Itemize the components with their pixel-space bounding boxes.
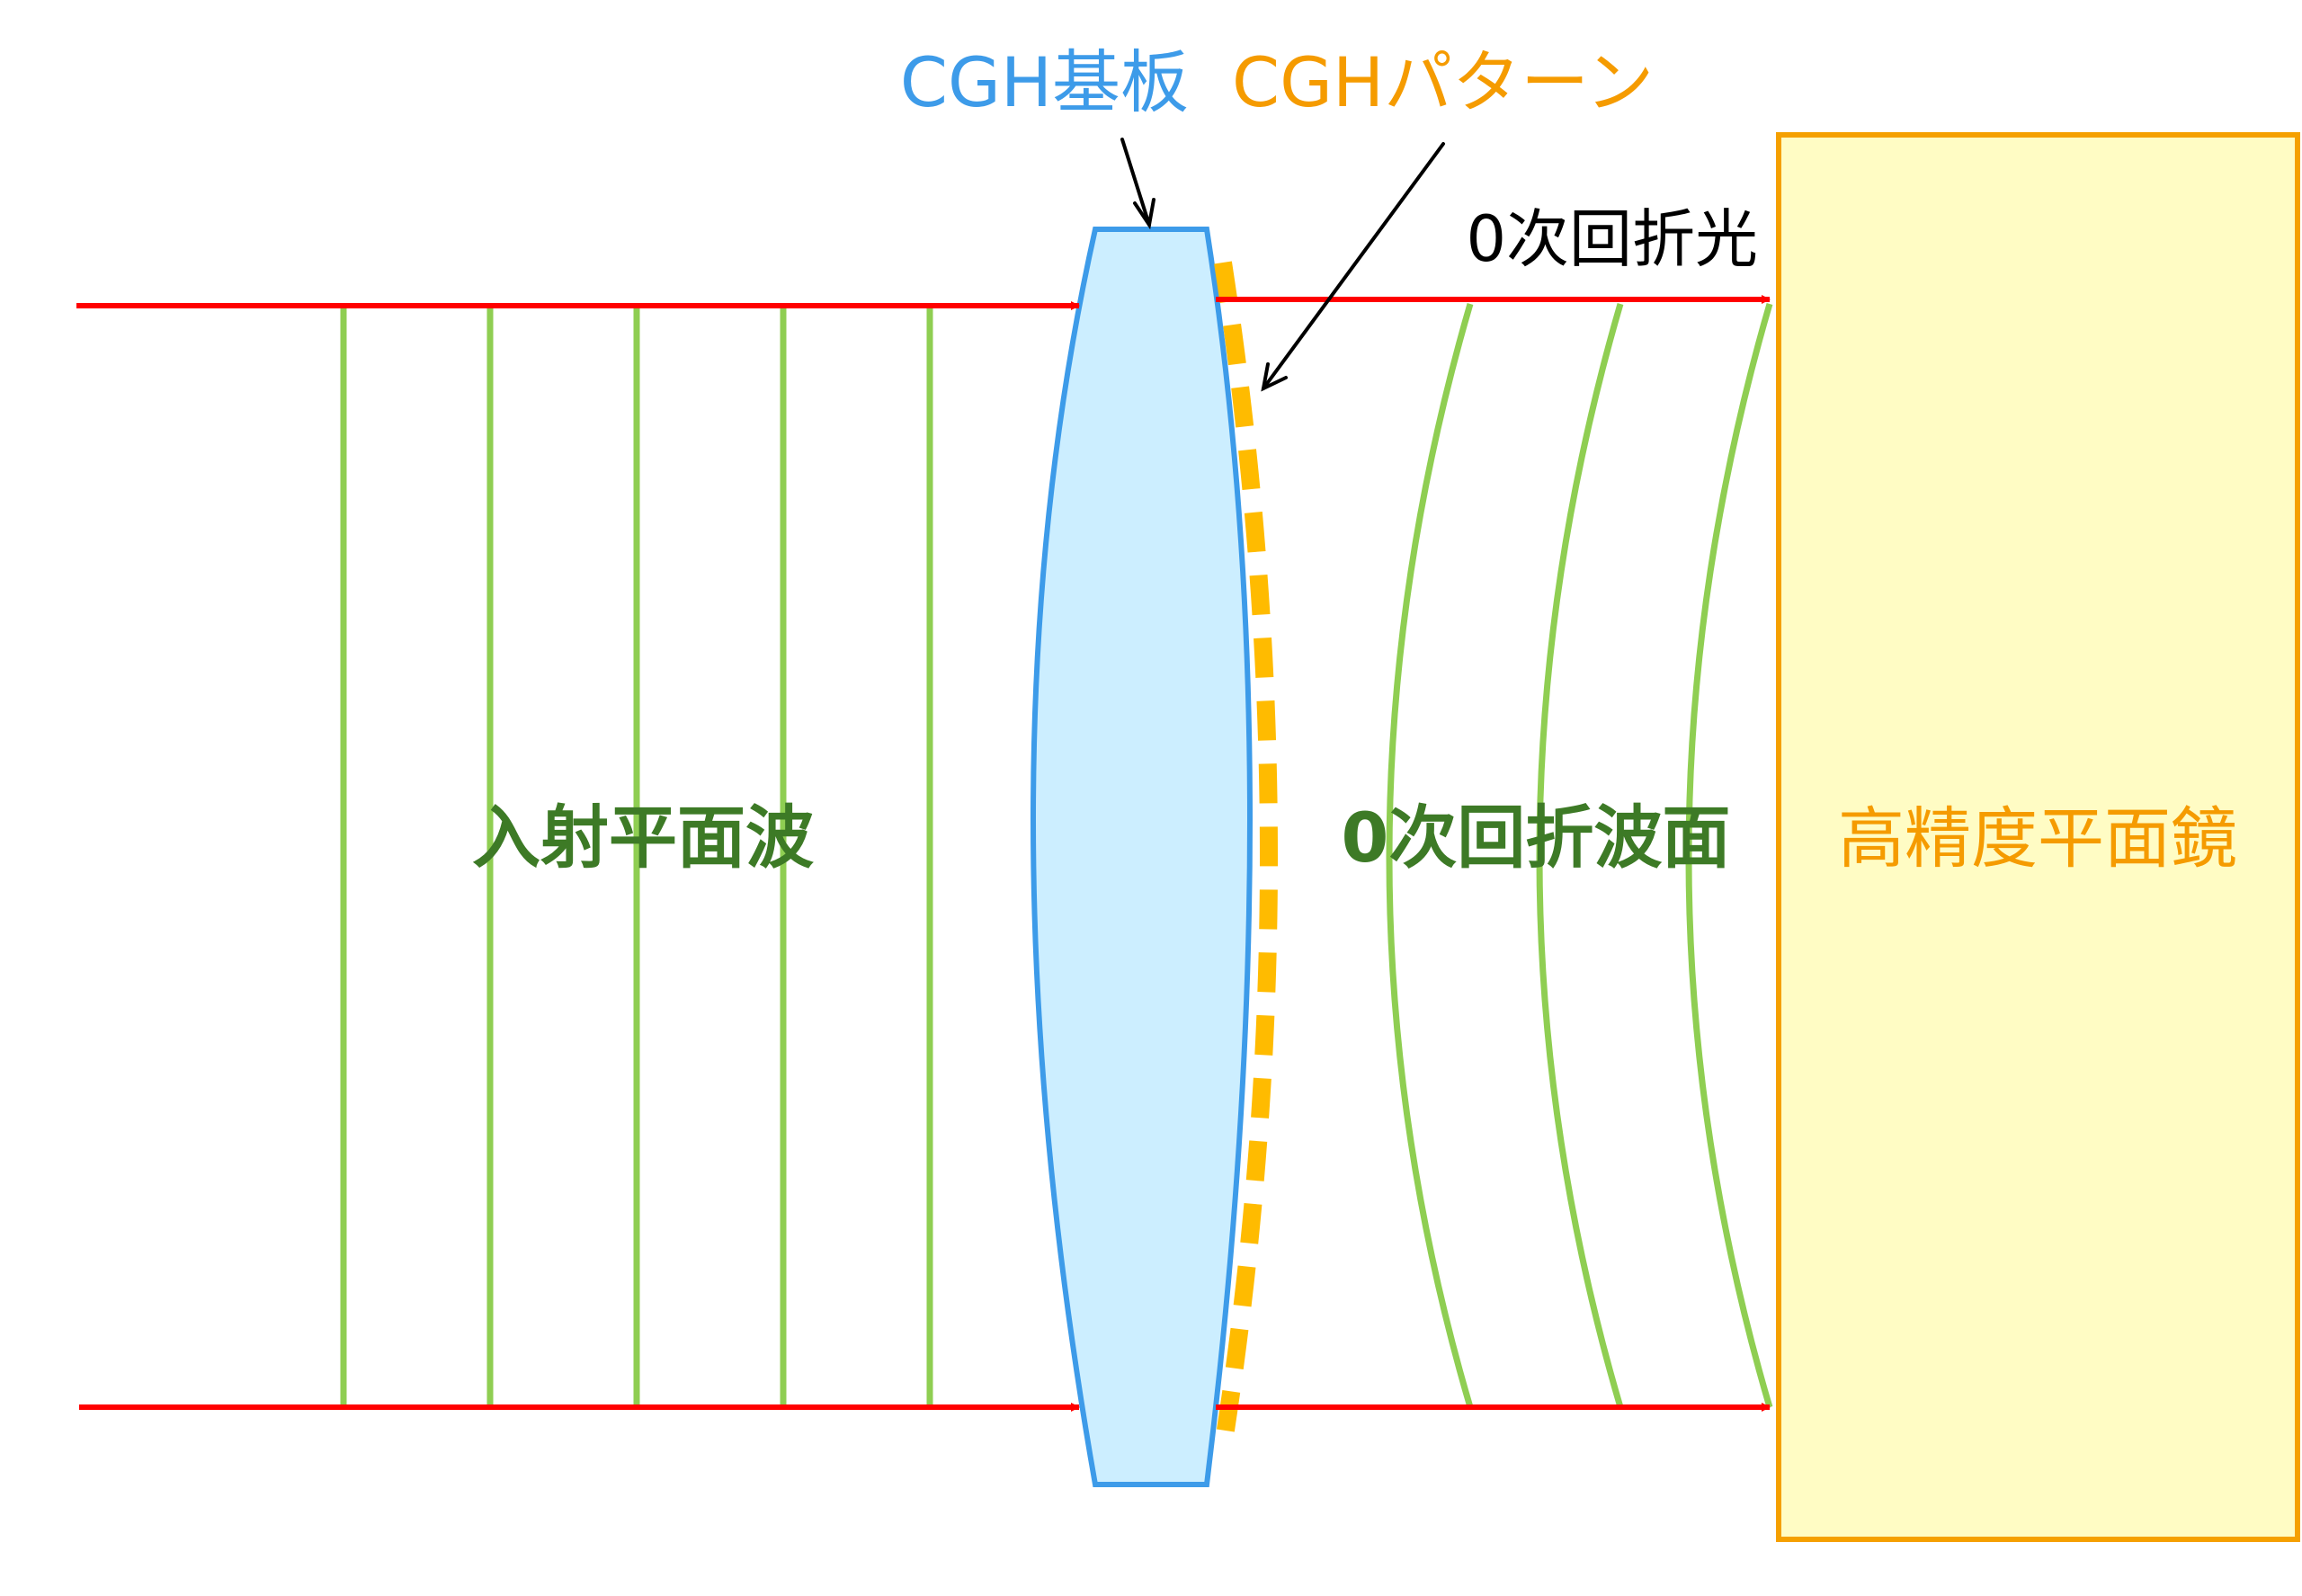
zero-order-light-label: 0次回折光	[1466, 202, 1758, 276]
substrate-pointer-arrow	[1120, 138, 1151, 227]
zero-order-wavefront-label: 0次回折波面	[1342, 798, 1731, 878]
incident-wavefronts	[340, 306, 933, 1407]
pattern-pointer-arrow	[1262, 142, 1445, 390]
incident-wave-label: 入射平面波	[472, 798, 814, 878]
rays	[76, 295, 1771, 1412]
pattern-label: CGHパターン	[1232, 42, 1654, 122]
zero-order-wavefront-curve	[1685, 303, 1773, 1408]
zero-order-wavefronts	[1386, 303, 1773, 1408]
plane-mirror	[1776, 132, 2300, 1542]
substrate-pointer-head	[1133, 198, 1155, 230]
substrate-label: CGH基板	[900, 42, 1189, 122]
cgh-substrate	[1031, 227, 1253, 1487]
cgh-pattern	[1214, 261, 1278, 1449]
pattern-pointer-head	[1261, 362, 1288, 392]
zero-order-wavefront-curve	[1386, 303, 1474, 1408]
mirror-label: 高精度平面鏡	[1838, 800, 2237, 878]
pointer-arrows	[1120, 138, 1445, 392]
zero-order-wavefront-curve	[1536, 303, 1624, 1408]
